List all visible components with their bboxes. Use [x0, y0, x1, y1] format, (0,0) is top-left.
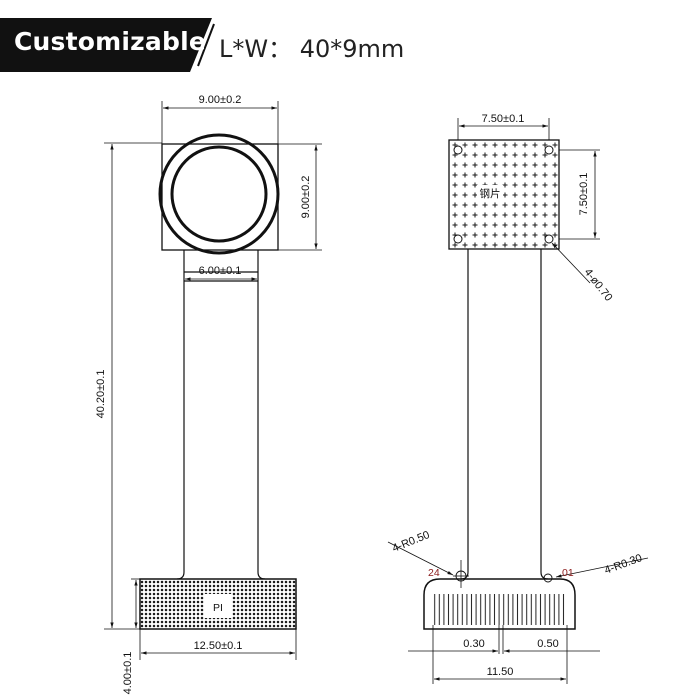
flex-cable-rear [460, 249, 549, 580]
mount-hole [453, 234, 463, 244]
plate-width-dim: 7.50±0.1 [482, 113, 525, 125]
module-width-dim: 9.00±0.2 [199, 94, 242, 106]
pin-01-label: 01 [562, 567, 574, 579]
badge-label: Customizable [14, 27, 207, 56]
steel-plate [448, 139, 560, 250]
mount-hole [453, 145, 463, 155]
module-height-dim: 9.00±0.2 [300, 176, 312, 219]
connector-width-dim: 12.50±0.1 [194, 640, 243, 652]
pin-marker [543, 573, 553, 583]
connector-height-dim: 4.00±0.1 [122, 652, 134, 695]
pitch-left-dim: 0.30 [463, 638, 484, 650]
connector-width-rear-dim: 11.50 [487, 666, 514, 678]
pitch-right-dim: 0.50 [537, 638, 558, 650]
radius-left-callout: 4-R0.50 [391, 529, 432, 555]
pi-label-box [204, 594, 232, 618]
plate-height-dim: 7.50±0.1 [578, 173, 590, 216]
pin-24-label: 24 [428, 567, 440, 579]
header-banner: Customizable L*W： 40*9mm [0, 18, 700, 72]
badge-shape [0, 18, 215, 72]
flex-cable [176, 250, 266, 580]
connector-label: PI [213, 602, 223, 614]
flex-width-dim: 6.00±0.1 [199, 265, 242, 277]
left-view: PI 9.00±0.2 9.00±0.2 6.00±0.1 40.20±0.1 … [95, 94, 322, 694]
lens-inner-ring [170, 145, 268, 243]
hole-callout: 4-ø0.70 [582, 266, 615, 303]
plate-label: 钢片 [480, 187, 501, 200]
lens-outer-ring [158, 133, 280, 255]
dimension-spec: L*W： 40*9mm [219, 35, 405, 63]
total-length-dim: 40.20±0.1 [95, 370, 107, 419]
radius-right-callout: 4-R0.30 [603, 552, 644, 577]
mount-hole [544, 145, 554, 155]
right-view: 钢片 7.50±0.1 7.50±0.1 4-ø0.70 4-R0.50 4-R… [387, 113, 649, 684]
mount-hole [544, 234, 554, 244]
